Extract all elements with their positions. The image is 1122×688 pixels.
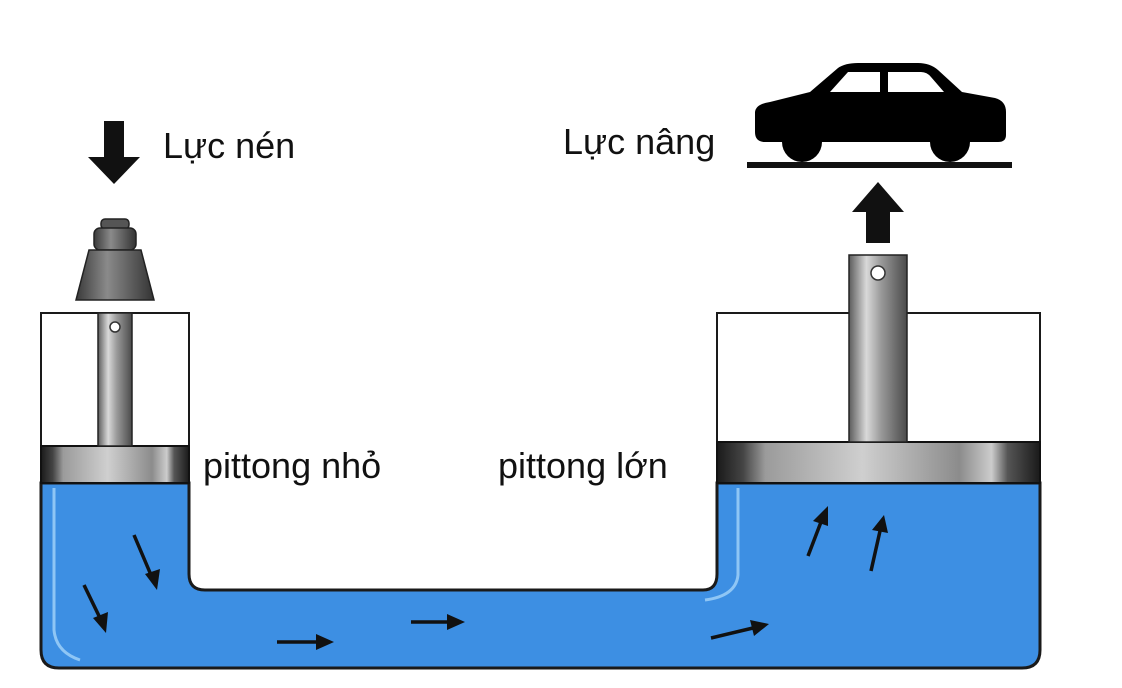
car-platform [747,162,1012,168]
large-rod-pin [870,265,886,281]
flow-arrow-icon [710,620,769,640]
flow-arrow-icon [411,614,465,630]
small-piston [40,445,190,484]
press-force-label: Lực nén [163,125,296,166]
flow-arrow-icon [82,584,108,633]
flow-arrow-icon [869,515,888,572]
large-piston-rod [848,254,908,443]
car-icon [755,63,1006,162]
flow-arrow-icon [277,634,334,650]
flow-arrow-icon [806,506,828,557]
lift-force-label: Lực nâng [563,121,716,162]
small-piston-rod [97,312,133,447]
large-piston [716,441,1041,484]
flow-arrow-icon [132,534,160,590]
up-arrow-icon [852,182,904,243]
flow-arrows [82,506,888,650]
weight-icon [75,218,155,301]
fluid-highlight-right [704,488,740,602]
fluid-highlight-left [52,488,81,662]
small-rod-pin [109,321,121,333]
down-arrow-icon [88,121,140,184]
small-piston-label: pittong nhỏ [203,445,382,486]
hydraulic-fluid [39,481,1042,670]
large-piston-label: pittong lớn [498,445,668,486]
